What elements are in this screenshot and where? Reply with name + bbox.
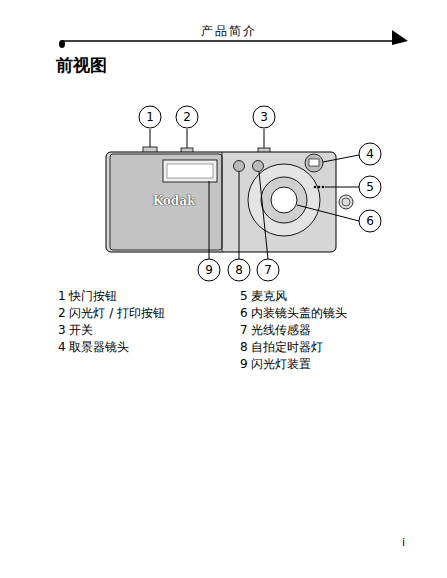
page-number: i [402,536,405,549]
part-legend-item: 2 闪光灯 / 打印按钮 [58,306,165,320]
callout-number: 9 [205,263,213,277]
callout-number: 6 [366,214,374,228]
part-legend-item: 7 光线传感器 [240,323,311,337]
page-title: 前视图 [56,55,107,75]
callout-number: 2 [183,110,191,124]
part-legend-item: 4 取景器镜头 [58,340,129,354]
part-legend-item: 1 快门按钮 [58,289,117,303]
callout-number: 1 [146,110,154,124]
brand-logo: Kodak [153,194,196,208]
callout-number: 8 [235,263,243,277]
callout-number: 4 [366,147,374,161]
callout-number: 7 [264,263,272,277]
running-header: 产品简介 [201,24,257,38]
callout-number: 3 [260,110,268,124]
part-legend-item: 6 内装镜头盖的镜头 [240,306,347,320]
part-legend-item: 3 开关 [58,323,93,337]
part-legend-item: 5 麦克风 [240,289,287,303]
part-legend-item: 8 自拍定时器灯 [240,340,323,354]
callout-number: 5 [366,180,374,194]
part-legend-item: 9 闪光灯装置 [240,357,311,371]
